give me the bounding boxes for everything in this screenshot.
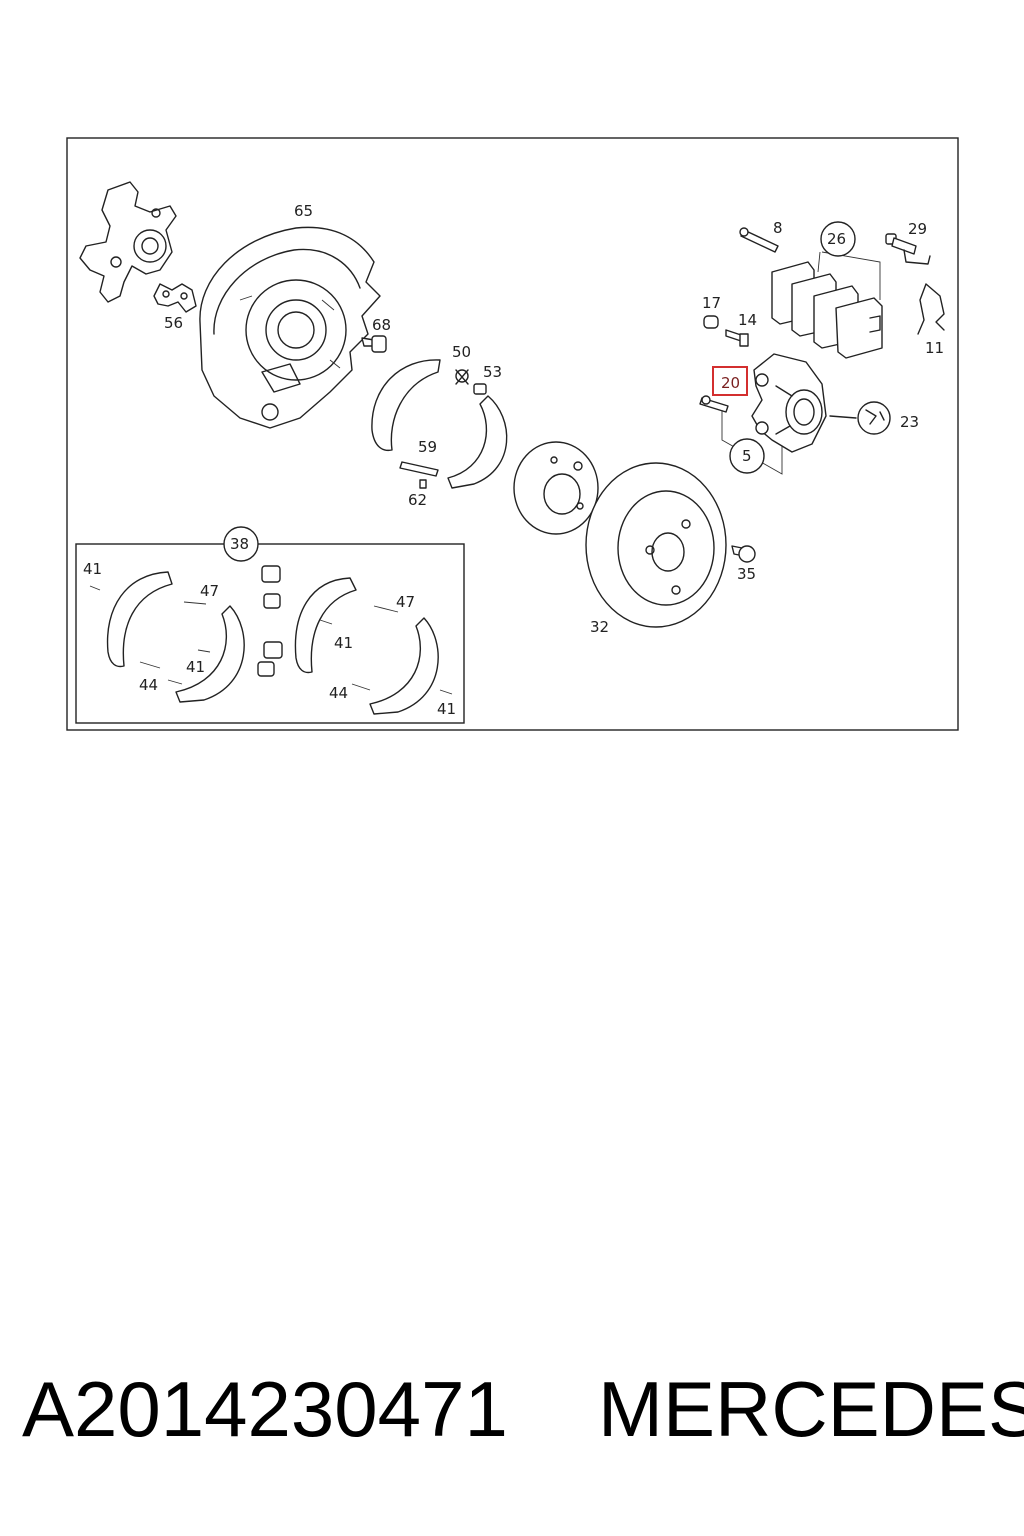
shoe-kit-inset (75, 543, 465, 724)
torque-spec-icon (829, 401, 891, 435)
highlight-label: 20 (721, 374, 740, 392)
shoe-kit-right (294, 577, 453, 715)
label-14: 14 (738, 311, 757, 329)
label-68: 68 (372, 316, 391, 334)
label-44a: 44 (139, 676, 158, 694)
bleed-cap-17 (703, 315, 719, 329)
label-41b: 41 (186, 658, 205, 676)
callout-38: 38 (223, 526, 259, 562)
label-23: 23 (900, 413, 919, 431)
brand-name: MERCEDES (598, 1365, 1024, 1453)
label-32: 32 (590, 618, 609, 636)
parking-brake-shoes (371, 359, 508, 489)
label-53: 53 (483, 363, 502, 381)
bracket-56 (153, 283, 197, 313)
label-5: 5 (742, 447, 752, 465)
bolt-35 (731, 545, 756, 563)
brake-pad-set (771, 251, 883, 359)
label-41c: 41 (334, 634, 353, 652)
callout-5: 5 (729, 438, 765, 474)
label-47a: 47 (200, 582, 219, 600)
label-56: 56 (164, 314, 183, 332)
label-41d: 41 (437, 700, 456, 718)
label-35: 35 (737, 565, 756, 583)
label-41a: 41 (83, 560, 102, 578)
label-44b: 44 (329, 684, 348, 702)
label-29: 29 (908, 220, 927, 238)
label-62: 62 (408, 491, 427, 509)
label-50: 50 (452, 343, 471, 361)
brake-disc (585, 462, 727, 628)
wear-sensor (885, 233, 931, 265)
steering-knuckle (79, 181, 177, 303)
bolt-68 (361, 335, 387, 353)
highlighted-part-20[interactable]: 20 (712, 366, 748, 396)
diagram-frame (66, 137, 959, 731)
wheel-hub (513, 441, 599, 535)
label-65: 65 (294, 202, 313, 220)
part-number: A2014230471 (22, 1365, 508, 1453)
anti-rattle-spring (917, 283, 945, 335)
label-17: 17 (702, 294, 721, 312)
pin-8 (739, 227, 779, 253)
label-38: 38 (230, 535, 249, 553)
callout-26: 26 (820, 221, 856, 257)
dust-shield (199, 226, 381, 429)
label-47b: 47 (396, 593, 415, 611)
bleed-screw-14 (725, 329, 749, 347)
label-8: 8 (773, 219, 783, 237)
brake-caliper (721, 353, 827, 475)
caliper-bolt-20 (699, 395, 729, 413)
label-11: 11 (925, 339, 944, 357)
label-26: 26 (827, 230, 846, 248)
shoe-kit-left (89, 565, 283, 703)
label-59: 59 (418, 438, 437, 456)
